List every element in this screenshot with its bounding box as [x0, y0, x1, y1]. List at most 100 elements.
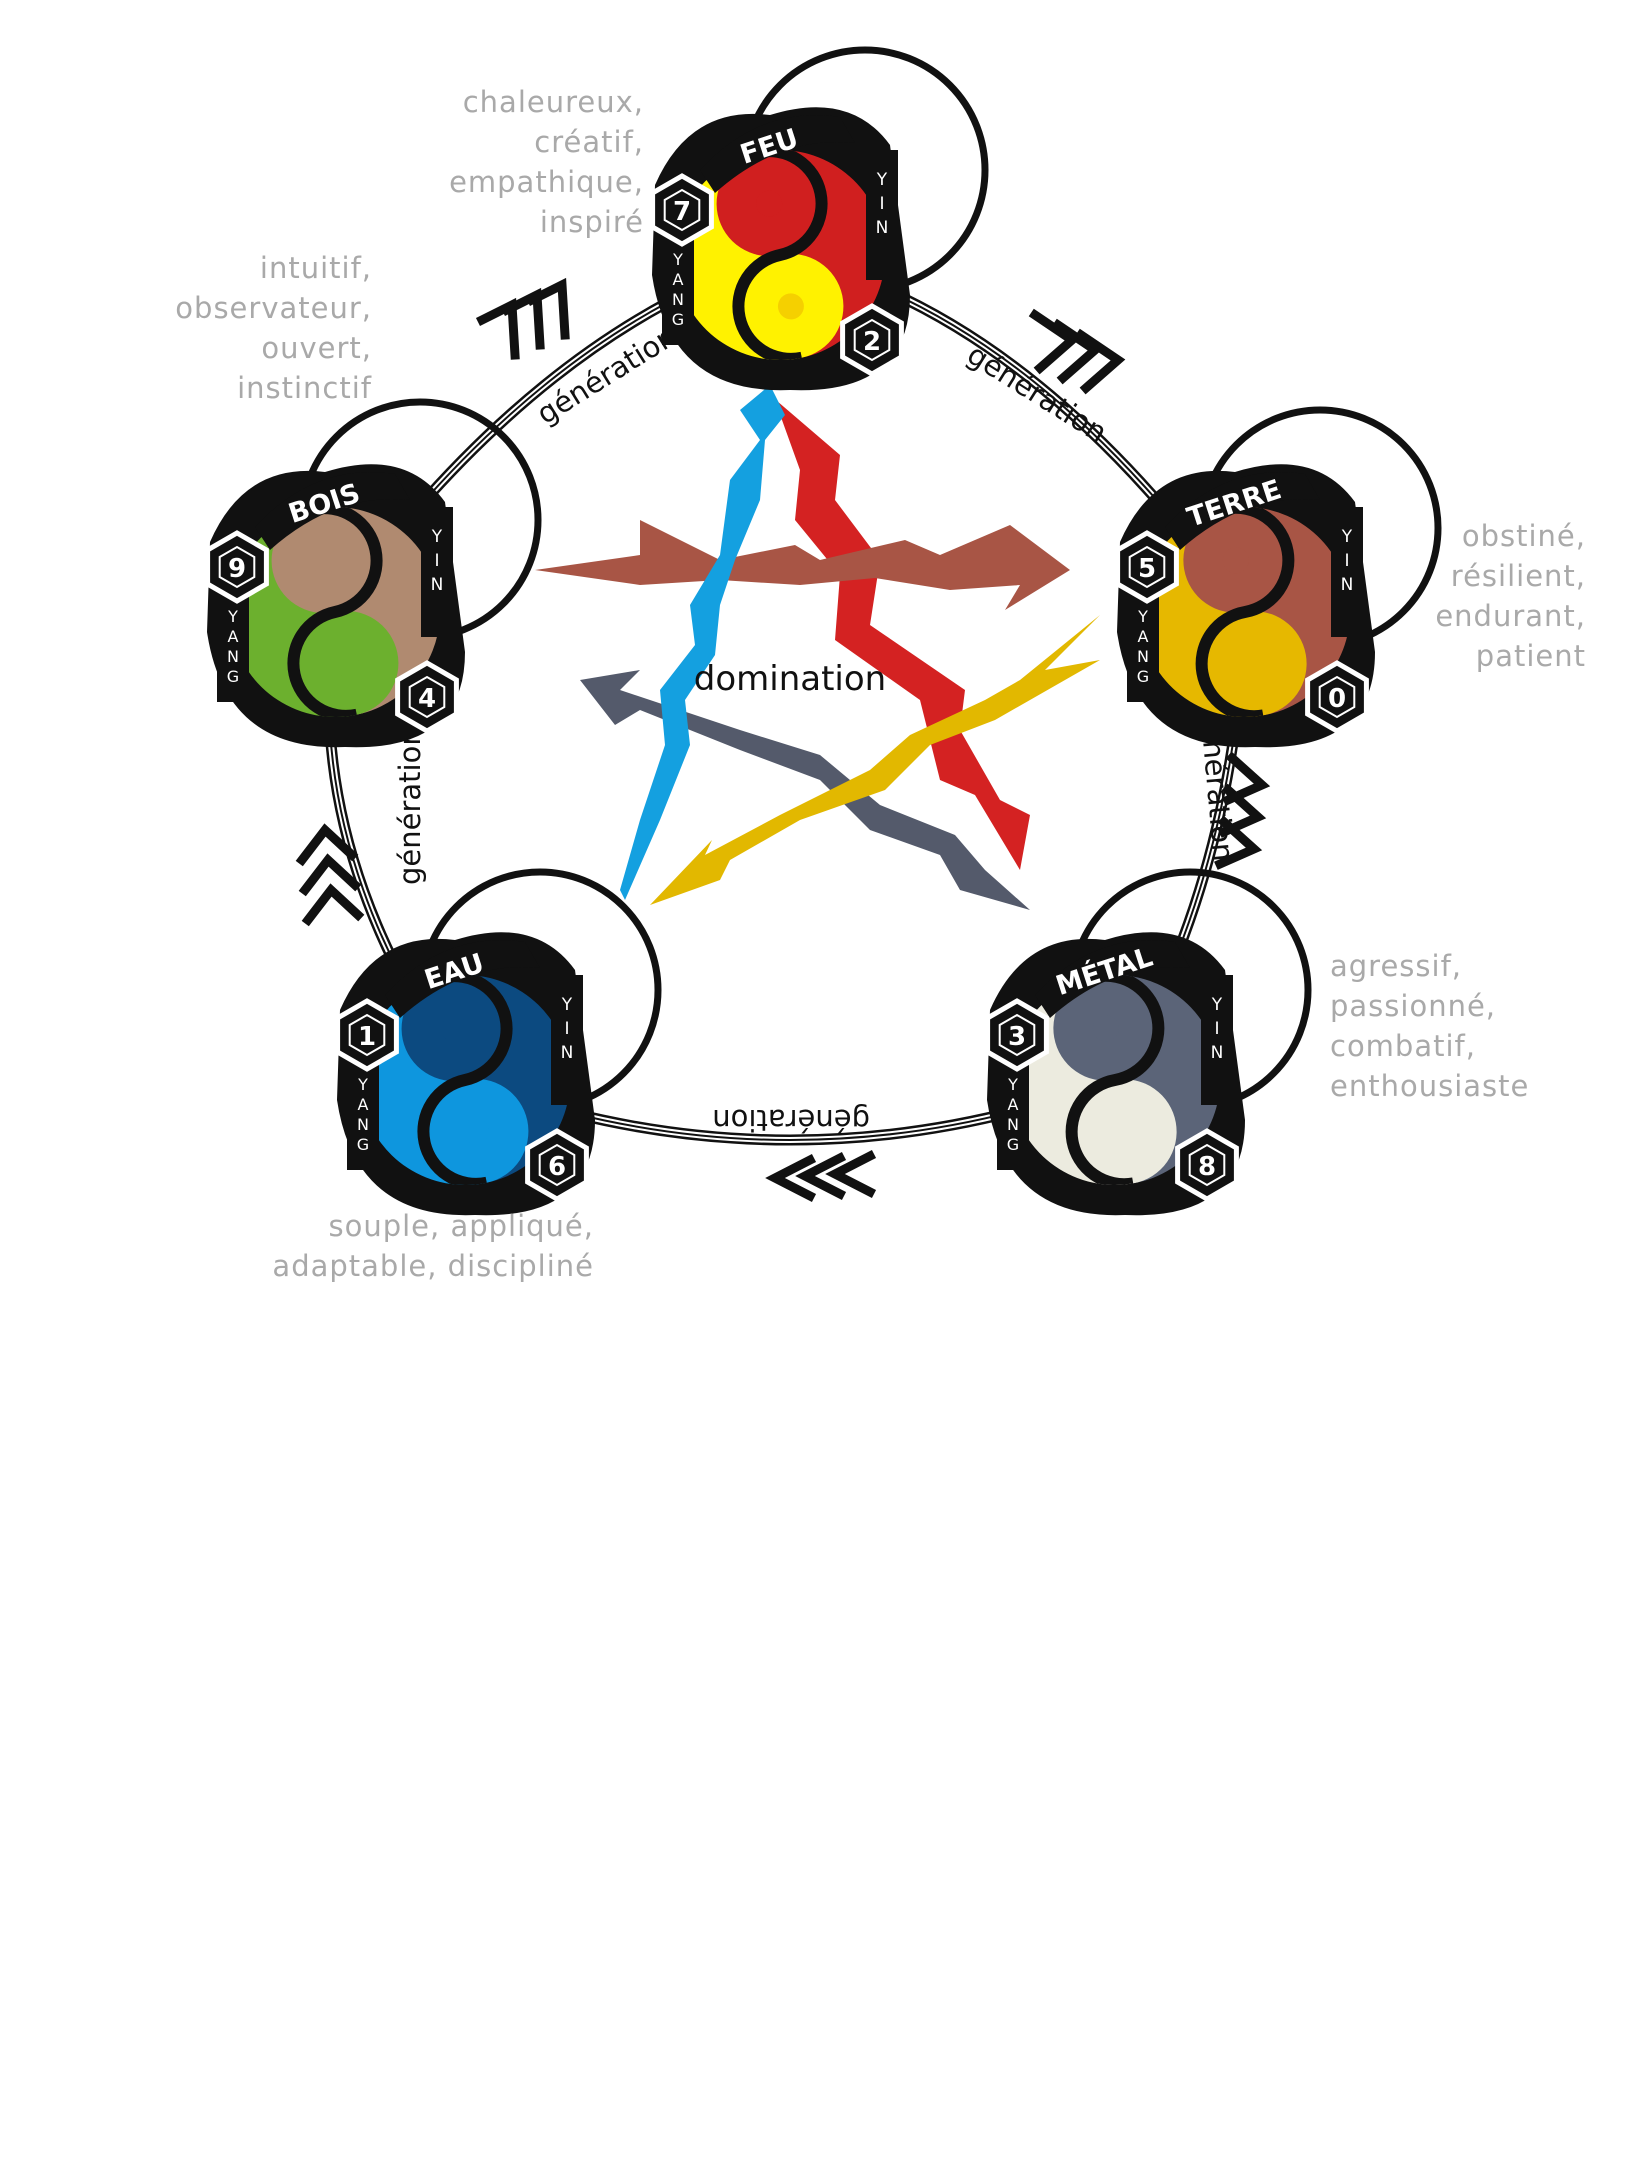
- yin-yang-divider-bois: [287, 502, 383, 722]
- yin-letter-feu-0: Y: [876, 170, 888, 190]
- yang-letter-eau-0: Y: [357, 1075, 368, 1094]
- yin-number-terre: 0: [1328, 684, 1346, 714]
- yin-letter-metal-1: I: [1214, 1019, 1219, 1039]
- chevrons-metal-eau: [765, 1149, 877, 1203]
- yin-number-facet-feu: [853, 318, 891, 362]
- name-banner-terre: [1165, 472, 1320, 550]
- trait-bois-1: intuitif,: [259, 251, 372, 285]
- trait-terre-2: résilient,: [1450, 559, 1586, 593]
- trait-feu-4: inspiré: [539, 205, 644, 239]
- yang-number-badge-feu: [650, 173, 714, 247]
- yin-tab-feu: [866, 150, 898, 280]
- yang-number-feu: 7: [673, 197, 691, 227]
- yang-number-facet-metal: [998, 1013, 1036, 1057]
- yin-tab-metal: [1201, 975, 1233, 1105]
- yang-letter-eau-3: G: [357, 1135, 369, 1154]
- traits-metal: agressif, passionné, combatif, enthousia…: [1330, 946, 1529, 1106]
- yin-yang-divider-terre: [1195, 501, 1295, 723]
- name-banner-bois: [255, 472, 410, 550]
- yang-letter-feu-3: G: [672, 310, 684, 329]
- yin-number-badge-metal: [1175, 1128, 1239, 1202]
- yin-tab-bois: [421, 507, 453, 637]
- yang-number-facet-bois: [218, 545, 256, 589]
- trait-metal-4: enthousiaste: [1330, 1069, 1530, 1103]
- domination-label: domination: [694, 659, 886, 699]
- yang-number-eau: 1: [358, 1022, 376, 1052]
- yin-number-eau: 6: [548, 1152, 566, 1182]
- yang-letter-eau-2: N: [357, 1115, 369, 1134]
- yang-letter-feu-1: A: [673, 270, 684, 289]
- yang-number-facet-eau: [348, 1013, 386, 1057]
- yin-letter-eau-1: I: [564, 1019, 569, 1039]
- yang-letter-terre-2: N: [1137, 647, 1149, 666]
- domination-arrow-metal-bois: [580, 670, 1030, 910]
- yin-dot-metal: [1111, 1118, 1138, 1145]
- generation-label-eau-bois: génération: [393, 727, 427, 885]
- yin-tab-terre: [1331, 507, 1363, 637]
- yin-tab-eau: [551, 975, 583, 1105]
- yang-letter-bois-2: N: [227, 647, 239, 666]
- yin-letter-bois-0: Y: [431, 527, 443, 547]
- chevrons-terre-metal: [1214, 751, 1271, 870]
- yin-letter-metal-0: Y: [1211, 995, 1223, 1015]
- yin-number-badge-terre: [1305, 660, 1369, 734]
- yin-number-metal: 8: [1198, 1152, 1216, 1182]
- trait-terre-4: patient: [1475, 639, 1586, 673]
- yang-number-metal: 3: [1008, 1022, 1026, 1052]
- trait-metal-1: agressif,: [1330, 949, 1463, 983]
- yang-dot-bois: [311, 547, 338, 574]
- yin-yang-divider-feu: [732, 145, 828, 365]
- yin-dot-terre: [1241, 650, 1268, 677]
- domination-arrow-feu-metal: [770, 395, 1030, 870]
- yin-number-feu: 2: [863, 327, 881, 357]
- yin-number-badge-eau: [525, 1128, 589, 1202]
- yin-number-facet-metal: [1188, 1143, 1226, 1187]
- chevrons-eau-bois: [295, 823, 365, 927]
- yin-letter-eau-2: N: [561, 1043, 574, 1063]
- name-banner-feu: [700, 115, 855, 193]
- yang-letter-metal-3: G: [1007, 1135, 1019, 1154]
- yang-letter-bois-3: G: [227, 667, 239, 686]
- yin-yang-divider-metal: [1065, 969, 1165, 1191]
- yang-letter-feu-2: N: [672, 290, 684, 309]
- yang-letter-eau-1: A: [358, 1095, 369, 1114]
- yang-letter-metal-2: N: [1007, 1115, 1019, 1134]
- yin-letter-metal-2: N: [1211, 1043, 1224, 1063]
- yang-letter-metal-0: Y: [1007, 1075, 1018, 1094]
- domination-arrow-bois-terre: [535, 520, 1070, 610]
- generation-chevrons: [295, 277, 1271, 1203]
- yang-letter-terre-0: Y: [1137, 607, 1148, 626]
- trait-terre-3: endurant,: [1435, 599, 1586, 633]
- traits-terre: obstiné, résilient, endurant, patient: [1435, 516, 1586, 676]
- trait-feu-3: empathique,: [449, 165, 644, 199]
- yin-dot-eau: [462, 1118, 489, 1145]
- trait-eau-1: souple, appliqué,: [328, 1209, 594, 1243]
- element-medallions: FEUYANGYIN72TERREYANGYIN50MÉTALYANGYIN38…: [205, 46, 1442, 1216]
- yang-letter-bois-1: A: [228, 627, 239, 646]
- yin-dot-feu: [777, 293, 804, 320]
- name-banner-eau: [385, 940, 540, 1018]
- yang-number-facet-feu: [663, 188, 701, 232]
- yin-number-facet-eau: [538, 1143, 576, 1187]
- yin-number-facet-terre: [1318, 675, 1356, 719]
- yang-number-badge-eau: [335, 998, 399, 1072]
- name-banner-metal: [1035, 940, 1190, 1018]
- yang-number-terre: 5: [1138, 554, 1156, 584]
- yin-number-badge-feu: [840, 303, 904, 377]
- yang-letter-terre-1: A: [1138, 627, 1149, 646]
- yin-number-badge-bois: [395, 660, 459, 734]
- trait-bois-3: ouvert,: [261, 331, 372, 365]
- trait-metal-3: combatif,: [1330, 1029, 1476, 1063]
- yang-dot-metal: [1092, 1015, 1119, 1042]
- yang-number-badge-metal: [985, 998, 1049, 1072]
- yang-dot-feu: [756, 190, 783, 217]
- yin-dot-bois: [332, 650, 359, 677]
- traits-bois: intuitif, observateur, ouvert, instincti…: [175, 248, 372, 408]
- yin-number-facet-bois: [408, 675, 446, 719]
- yang-dot-terre: [1222, 547, 1249, 574]
